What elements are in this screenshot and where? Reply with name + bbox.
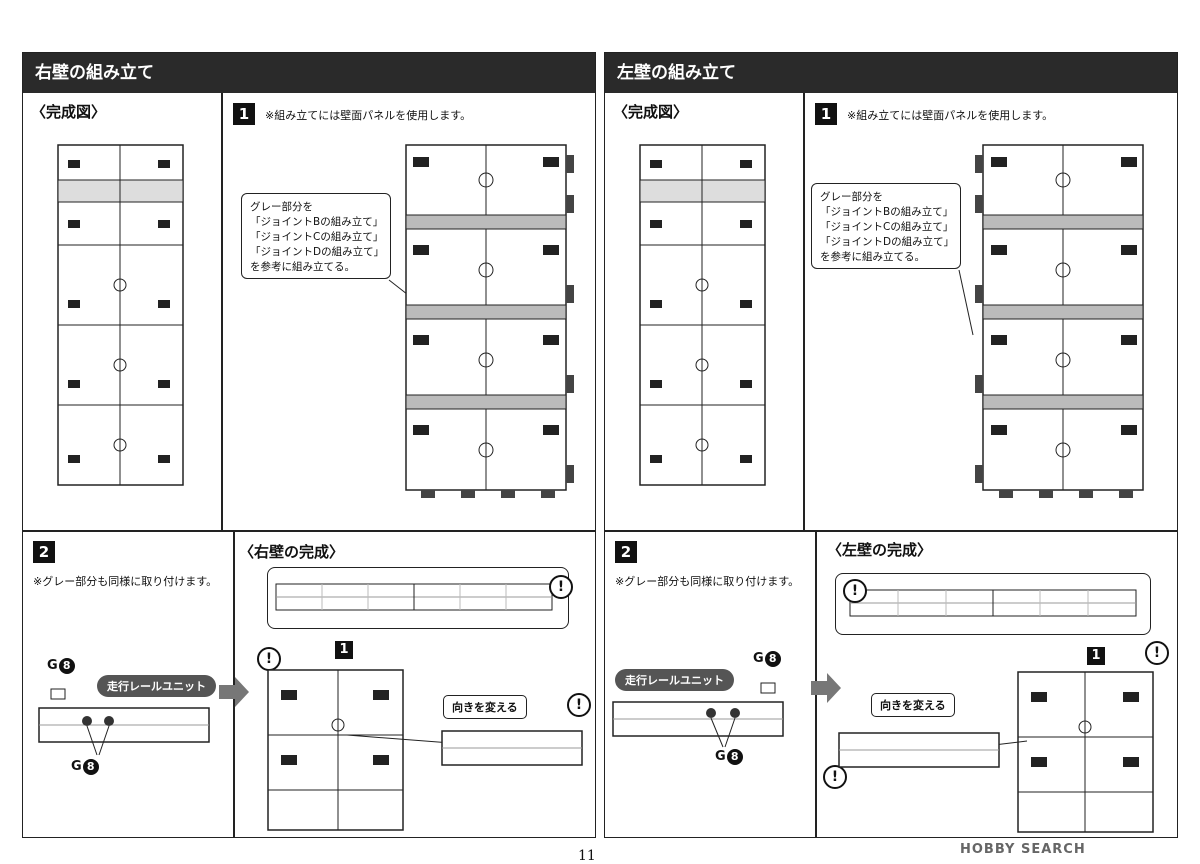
panel-1-badge: 1 [1087, 647, 1105, 665]
wall-panel-assembly-illustration [958, 144, 1144, 498]
part-number: 8 [82, 759, 99, 775]
turn-around-label: 向きを変える [443, 695, 527, 719]
caution-icon: ! [823, 765, 847, 789]
callout-line: グレー部分を [250, 201, 313, 213]
wall-panel-side-illustration [267, 669, 404, 831]
rail-unit-rotated-illustration [346, 730, 583, 766]
callout-line: 「ジョイントCの組み立て」 [250, 231, 384, 243]
callout-line: グレー部分を [820, 191, 883, 203]
top-view-bubble [835, 573, 1151, 635]
assembly-callout: グレー部分を 「ジョイントBの組み立て」 「ジョイントCの組み立て」 「ジョイン… [811, 183, 961, 269]
caution-icon: ! [843, 579, 867, 603]
callout-line: 「ジョイントBの組み立て」 [250, 216, 384, 228]
step-2-note: ※グレー部分も同様に取り付けます。 [615, 575, 800, 588]
step-2-badge: 2 [33, 541, 55, 563]
callout-line: 「ジョイントBの組み立て」 [820, 206, 954, 218]
wall-panel-assembly-illustration [388, 144, 574, 498]
rail-top-view-illustration [849, 589, 1137, 617]
step-1-note: ※組み立てには壁面パネルを使用します。 [847, 109, 1054, 122]
step-2-note: ※グレー部分も同様に取り付けます。 [33, 575, 218, 588]
callout-line: を参考に組み立てる。 [820, 251, 925, 263]
step-1-badge: 1 [815, 103, 837, 125]
rail-top-view-illustration [275, 583, 553, 611]
rail-unit-rotated-illustration [838, 732, 1028, 768]
callout-line: 「ジョイントDの組み立て」 [820, 236, 955, 248]
rail-unit-label: 走行レールユニット [615, 669, 734, 691]
callout-line: 「ジョイントCの組み立て」 [820, 221, 954, 233]
complete-wall-illustration [57, 144, 184, 486]
part-number: 8 [58, 658, 75, 674]
caution-icon: ! [549, 575, 573, 599]
wall-panel-side-illustration [1017, 671, 1154, 833]
complete-view-label: 〈完成図〉 [31, 103, 107, 121]
arrow-right-icon [811, 673, 841, 703]
right-instruction-panel: 左壁の組み立て 〈完成図〉 1 ※組み立てには壁面パネルを使用します。 グレー部… [604, 52, 1178, 838]
part-number: 8 [764, 651, 781, 667]
part-number: 8 [726, 749, 743, 765]
part-letter: G [71, 759, 82, 774]
step-1-note: ※組み立てには壁面パネルを使用します。 [265, 109, 472, 122]
step-2-badge: 2 [615, 541, 637, 563]
watermark-logo: HOBBY SEARCH [960, 842, 1086, 857]
rail-unit-illustration [38, 688, 210, 756]
page-number: 11 [578, 848, 596, 864]
completed-wall-label: 〈右壁の完成〉 [239, 543, 345, 561]
part-letter: G [47, 658, 58, 673]
rail-unit-illustration [612, 682, 784, 748]
left-instruction-panel: 右壁の組み立て 〈完成図〉 1 ※組み立てには壁面パネルを使用します。 グレー部… [22, 52, 596, 838]
turn-around-label: 向きを変える [871, 693, 955, 717]
complete-view-label: 〈完成図〉 [613, 103, 689, 121]
section-header: 左壁の組み立て [605, 53, 1177, 93]
rail-unit-label: 走行レールユニット [97, 675, 216, 697]
top-view-bubble [267, 567, 569, 629]
callout-line: を参考に組み立てる。 [250, 261, 355, 273]
complete-wall-illustration [639, 144, 766, 486]
caution-icon: ! [1145, 641, 1169, 665]
caution-icon: ! [567, 693, 591, 717]
part-letter: G [715, 749, 726, 764]
arrow-right-icon [219, 677, 249, 707]
callout-line: 「ジョイントDの組み立て」 [250, 246, 385, 258]
section-header: 右壁の組み立て [23, 53, 595, 93]
assembly-callout: グレー部分を 「ジョイントBの組み立て」 「ジョイントCの組み立て」 「ジョイン… [241, 193, 391, 279]
part-letter: G [753, 651, 764, 666]
completed-wall-label: 〈左壁の完成〉 [827, 541, 933, 559]
step-1-badge: 1 [233, 103, 255, 125]
panel-1-badge: 1 [335, 641, 353, 659]
